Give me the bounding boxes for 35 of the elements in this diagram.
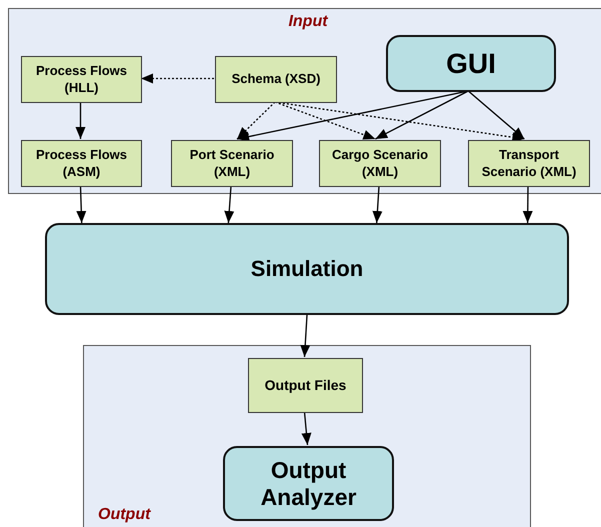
arrow [76,186,86,224]
file-box [215,56,337,103]
panel-title: Output [98,506,150,524]
arrow [236,102,276,140]
box-label: Schema (XSD) [230,71,322,88]
box-label: Output Files [264,376,348,395]
arrow [522,186,533,223]
box-label: Port Scenario (XML) [188,146,276,180]
arrow [301,412,312,446]
process-box [386,35,556,92]
process-box [45,223,569,315]
arrow [372,186,382,224]
box-label: Transport Scenario (XML) [480,146,578,180]
group-panel [83,345,531,527]
file-box [468,140,590,187]
arrow [468,90,525,140]
arrow [141,74,214,84]
file-box [319,140,441,187]
file-box [21,56,142,103]
arrow [375,90,469,140]
group-panel [8,8,601,194]
arrow [300,314,310,358]
box-label: Output Analyzer [260,456,358,510]
arrow [76,102,86,139]
file-box [248,358,363,413]
box-label: Process Flows (ASM) [34,146,128,180]
file-box [21,140,142,187]
box-label: GUI [446,48,496,80]
box-label: Simulation [250,256,364,282]
process-box [223,446,394,521]
arrow [224,186,234,224]
file-box [171,140,293,187]
box-label: Cargo Scenario (XML) [330,146,430,180]
box-label: Process Flows (HLL) [34,62,128,96]
panel-title: Input [287,13,330,31]
